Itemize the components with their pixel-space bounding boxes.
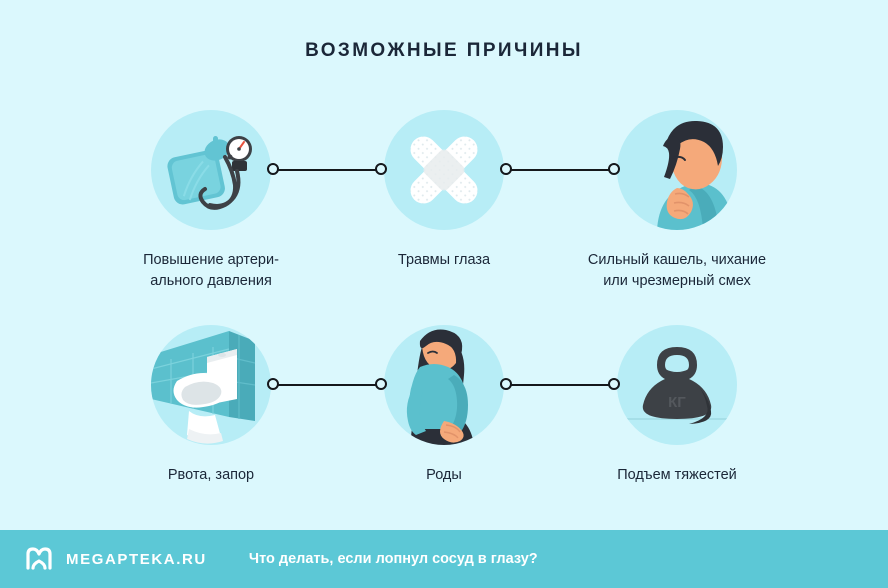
connector-4-5: [267, 378, 387, 392]
cause-label: Подъем тяжестей: [617, 467, 737, 483]
page-title: ВОЗМОЖНЫЕ ПРИЧИНЫ: [305, 40, 583, 61]
cause-label: Рвота, запор: [167, 467, 255, 483]
kettlebell-icon: КГ: [617, 325, 737, 445]
connector-dot-right: [375, 378, 387, 390]
cause-card-vomiting[interactable]: Рвота, запор: [81, 325, 341, 486]
cause-label: Сильный кашель, чихание или чрезмерный с…: [587, 252, 767, 289]
blood-pressure-monitor-icon: [151, 110, 271, 230]
brand-name[interactable]: MEGAPTEKA.RU: [66, 550, 207, 568]
cause-card-blood-pressure[interactable]: Повышение артери- ального давления: [81, 110, 341, 292]
crossed-bandages-icon: [384, 110, 504, 230]
connector-dot-left: [267, 378, 279, 390]
footer-bar: MEGAPTEKA.RU Что делать, если лопнул сос…: [0, 530, 888, 588]
connector-2-3: [500, 163, 620, 177]
connector-dot-left: [500, 378, 512, 390]
megapteka-m-logo-icon[interactable]: [24, 544, 54, 574]
connector-line: [507, 384, 613, 386]
icon-circle: [617, 110, 737, 230]
cause-label: Роды: [426, 467, 462, 483]
icon-circle: [151, 325, 271, 445]
coughing-person-icon: [617, 110, 737, 230]
pregnant-woman-icon: [384, 325, 504, 445]
connector-line: [274, 169, 380, 171]
connector-line: [507, 169, 613, 171]
cause-card-childbirth[interactable]: Роды: [314, 325, 574, 486]
icon-circle: КГ: [617, 325, 737, 445]
cause-card-cough[interactable]: Сильный кашель, чихание или чрезмерный с…: [547, 110, 807, 292]
cause-label: Повышение артери- ального давления: [143, 252, 279, 289]
connector-dot-left: [500, 163, 512, 175]
connector-dot-right: [608, 378, 620, 390]
connector-dot-right: [375, 163, 387, 175]
connector-line: [274, 384, 380, 386]
cause-label: Травмы глаза: [397, 252, 491, 268]
connector-dot-left: [267, 163, 279, 175]
connector-5-6: [500, 378, 620, 392]
kettlebell-weight-label: КГ: [668, 394, 686, 411]
cause-card-heavy-lifting[interactable]: КГ Подъем тяжестей: [547, 325, 807, 486]
footer-article-title[interactable]: Что делать, если лопнул сосуд в глазу?: [248, 551, 538, 567]
icon-circle: [384, 325, 504, 445]
cause-card-eye-injury[interactable]: Травмы глаза: [314, 110, 574, 271]
causes-grid: Повышение артери- ального давления: [81, 110, 807, 486]
icon-circle: [151, 110, 271, 230]
connector-1-2: [267, 163, 387, 177]
connector-dot-right: [608, 163, 620, 175]
toilet-icon: [151, 325, 271, 445]
icon-circle: [384, 110, 504, 230]
